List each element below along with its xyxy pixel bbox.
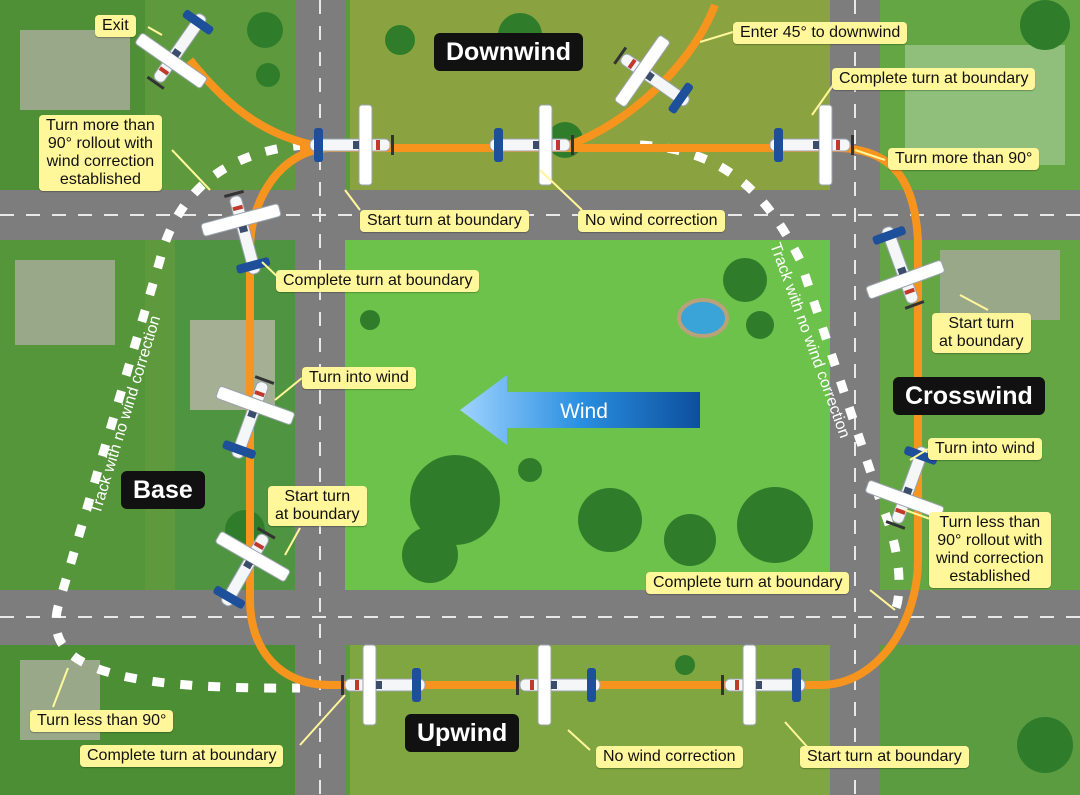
callout-leaders	[52, 26, 989, 751]
pond	[677, 298, 729, 338]
wind-label: Wind	[560, 400, 608, 423]
leg-label-upwind: Upwind	[405, 714, 520, 752]
callout-turn-into-wind-left: Turn into wind	[302, 367, 416, 389]
leg-label-crosswind: Crosswind	[893, 377, 1045, 415]
callout-start-turn-right: Start turn at boundary	[932, 313, 1031, 353]
callout-line: at boundary	[275, 506, 360, 523]
callout-line: Turn less than	[939, 514, 1041, 531]
callout-complete-turn-bottom-left: Complete turn at boundary	[80, 745, 284, 767]
callout-complete-turn-top-right: Complete turn at boundary	[832, 68, 1036, 90]
callout-enter-45: Enter 45° to downwind	[733, 22, 908, 44]
callout-complete-turn-lower-right: Complete turn at boundary	[646, 572, 850, 594]
callout-no-wind-correction-top: No wind correction	[578, 210, 725, 232]
callout-turn-less-90-right: Turn less than 90° rollout with wind cor…	[929, 512, 1051, 588]
entry-path	[558, 3, 719, 152]
callout-start-turn-left: Start turn at boundary	[268, 486, 367, 526]
callout-line: wind correction	[46, 153, 155, 170]
callout-complete-turn-upper-left: Complete turn at boundary	[276, 270, 480, 292]
callout-line: at boundary	[939, 333, 1024, 350]
no-wind-track-left	[51, 140, 306, 693]
callout-line: Turn more than	[46, 117, 155, 134]
callout-line: Start turn	[284, 488, 351, 505]
leg-label-downwind: Downwind	[434, 33, 583, 71]
no-wind-track-right	[639, 140, 904, 613]
callout-no-wind-correction-bottom: No wind correction	[596, 746, 743, 768]
callout-start-turn-top: Start turn at boundary	[360, 210, 529, 232]
callout-turn-more-90-left: Turn more than 90° rollout with wind cor…	[39, 115, 162, 191]
leg-label-base: Base	[121, 471, 205, 509]
callout-turn-more-90-right: Turn more than 90°	[888, 148, 1040, 170]
callout-start-turn-bottom: Start turn at boundary	[800, 746, 969, 768]
callout-line: wind correction	[936, 550, 1044, 567]
callout-line: established	[59, 171, 141, 188]
callout-turn-into-wind-right: Turn into wind	[928, 438, 1042, 460]
callout-line: 90° rollout with	[47, 135, 153, 152]
callout-turn-less-90-left: Turn less than 90°	[30, 710, 174, 732]
callout-exit: Exit	[95, 15, 136, 37]
callout-line: established	[949, 568, 1031, 585]
callout-line: 90° rollout with	[937, 532, 1043, 549]
wind-arrow	[460, 375, 700, 445]
callout-line: Start turn	[948, 315, 1015, 332]
